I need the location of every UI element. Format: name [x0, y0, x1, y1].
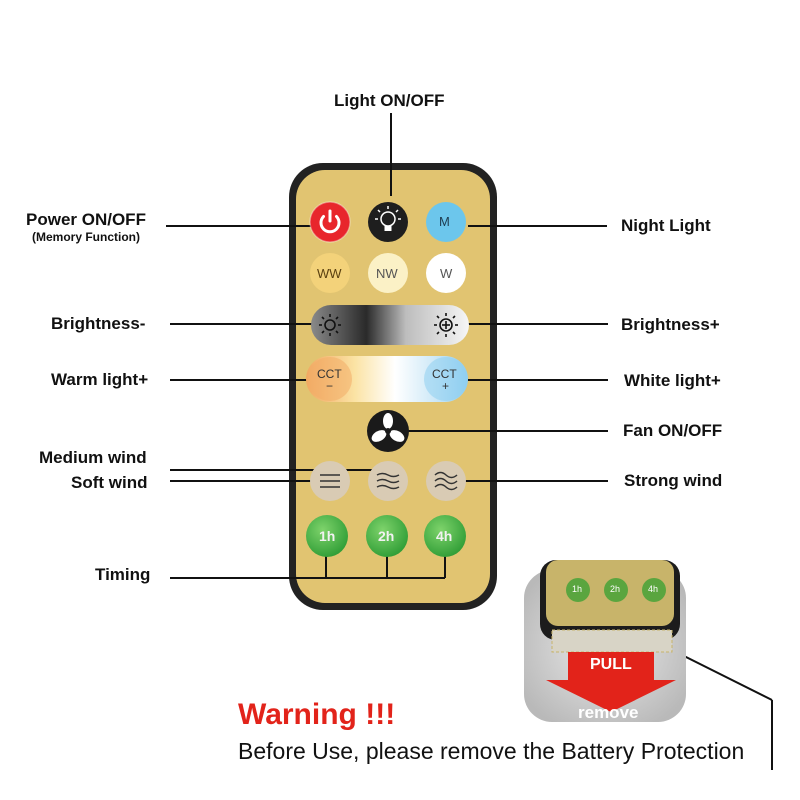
- timer-1h-button[interactable]: [306, 515, 348, 557]
- ww-button[interactable]: [310, 253, 350, 293]
- soft-wind-icon: [320, 474, 340, 488]
- brightness-plus-label: Brightness+: [621, 315, 720, 334]
- strong-wind-icon: [434, 471, 458, 491]
- cct-plus-button[interactable]: [424, 357, 468, 401]
- timer-1h-label: 1h: [319, 528, 336, 544]
- warning-title: Warning !!!: [238, 698, 396, 731]
- cct-minus-button[interactable]: [308, 357, 352, 401]
- timer-2h-button[interactable]: [366, 515, 408, 557]
- strong-wind-label: Strong wind: [624, 471, 723, 490]
- night-light-button[interactable]: [426, 202, 466, 242]
- soft-wind-label: Soft wind: [71, 473, 148, 492]
- fan-icon: [371, 413, 405, 442]
- brightness-minus-label: Brightness-: [51, 314, 146, 333]
- cct-minus-label: CCT: [317, 367, 342, 381]
- memory-function-label: (Memory Function): [32, 230, 140, 244]
- light-onoff-button[interactable]: [368, 202, 408, 242]
- warm-light-plus-label: Warm light+: [51, 370, 149, 389]
- ww-button-label: WW: [317, 266, 342, 281]
- cct-minus-sign: −: [326, 379, 334, 393]
- white-light-plus-label: White light+: [624, 371, 721, 390]
- inset-timer-4h: 4h: [648, 584, 659, 594]
- battery-tab-inset: [524, 560, 686, 722]
- timer-4h-button[interactable]: [424, 515, 466, 557]
- remove-text: remove: [578, 703, 639, 722]
- bulb-icon: [375, 206, 401, 231]
- cct-plus-label: CCT: [432, 367, 457, 381]
- cct-plus-sign: +: [442, 379, 450, 393]
- medium-wind-label: Medium wind: [39, 448, 147, 467]
- nw-button-label: NW: [376, 266, 398, 281]
- light-onoff-label: Light ON/OFF: [334, 91, 445, 110]
- timer-4h-label: 4h: [436, 528, 453, 544]
- power-icon: [319, 209, 341, 234]
- brightness-bar: [311, 305, 469, 345]
- inset-timer-1h: 1h: [572, 584, 583, 594]
- w-button-label: W: [440, 266, 453, 281]
- pull-text: PULL: [590, 656, 632, 673]
- warning-message: Before Use, please remove the Battery Pr…: [238, 738, 745, 764]
- nw-button[interactable]: [368, 253, 408, 293]
- medium-wind-icon: [376, 472, 400, 490]
- inset-timer-2h: 2h: [610, 584, 621, 594]
- night-light-label: Night Light: [621, 216, 711, 235]
- timer-2h-label: 2h: [378, 528, 395, 544]
- pull-arrow-icon: [546, 652, 676, 712]
- w-button[interactable]: [426, 253, 466, 293]
- fan-onoff-label: Fan ON/OFF: [623, 421, 723, 440]
- dim-sun-icon: [319, 314, 341, 336]
- night-light-button-label: M: [439, 214, 450, 229]
- power-onoff-label: Power ON/OFF: [26, 210, 146, 229]
- timing-label: Timing: [95, 565, 151, 584]
- bright-sun-icon: [434, 313, 458, 337]
